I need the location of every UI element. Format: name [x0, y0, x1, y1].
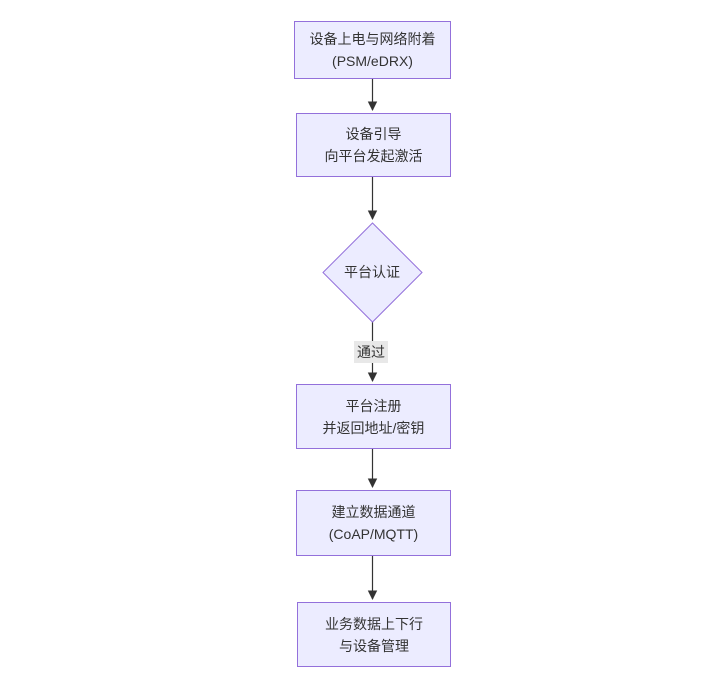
- node-register-line1: 平台注册: [345, 397, 402, 414]
- node-bootstrap-line2: 向平台发起激活: [324, 148, 423, 164]
- node-bootstrap: 设备引导 向平台发起激活: [296, 113, 451, 177]
- node-power-attach-line2: (PSM/eDRX): [332, 53, 413, 69]
- node-register: 平台注册 并返回地址/密钥: [296, 384, 451, 449]
- auth-decision-diamond-shape: [322, 222, 423, 323]
- node-data-channel: 建立数据通道 (CoAP/MQTT): [296, 490, 451, 556]
- node-business: 业务数据上下行 与设备管理: [297, 602, 451, 667]
- node-power-attach: 设备上电与网络附着 (PSM/eDRX): [294, 21, 451, 79]
- node-register-line2: 并返回地址/密钥: [322, 419, 425, 436]
- node-data-channel-line2: (CoAP/MQTT): [328, 526, 419, 542]
- node-bootstrap-line1: 设备引导: [345, 126, 402, 142]
- node-business-line2: 与设备管理: [339, 637, 409, 654]
- edge-label-pass: 通过: [354, 341, 388, 363]
- node-power-attach-line1: 设备上电与网络附着: [309, 31, 436, 47]
- node-business-line1: 业务数据上下行: [325, 615, 423, 632]
- node-data-channel-line1: 建立数据通道: [331, 504, 416, 520]
- node-auth-decision-label: 平台认证: [344, 264, 400, 280]
